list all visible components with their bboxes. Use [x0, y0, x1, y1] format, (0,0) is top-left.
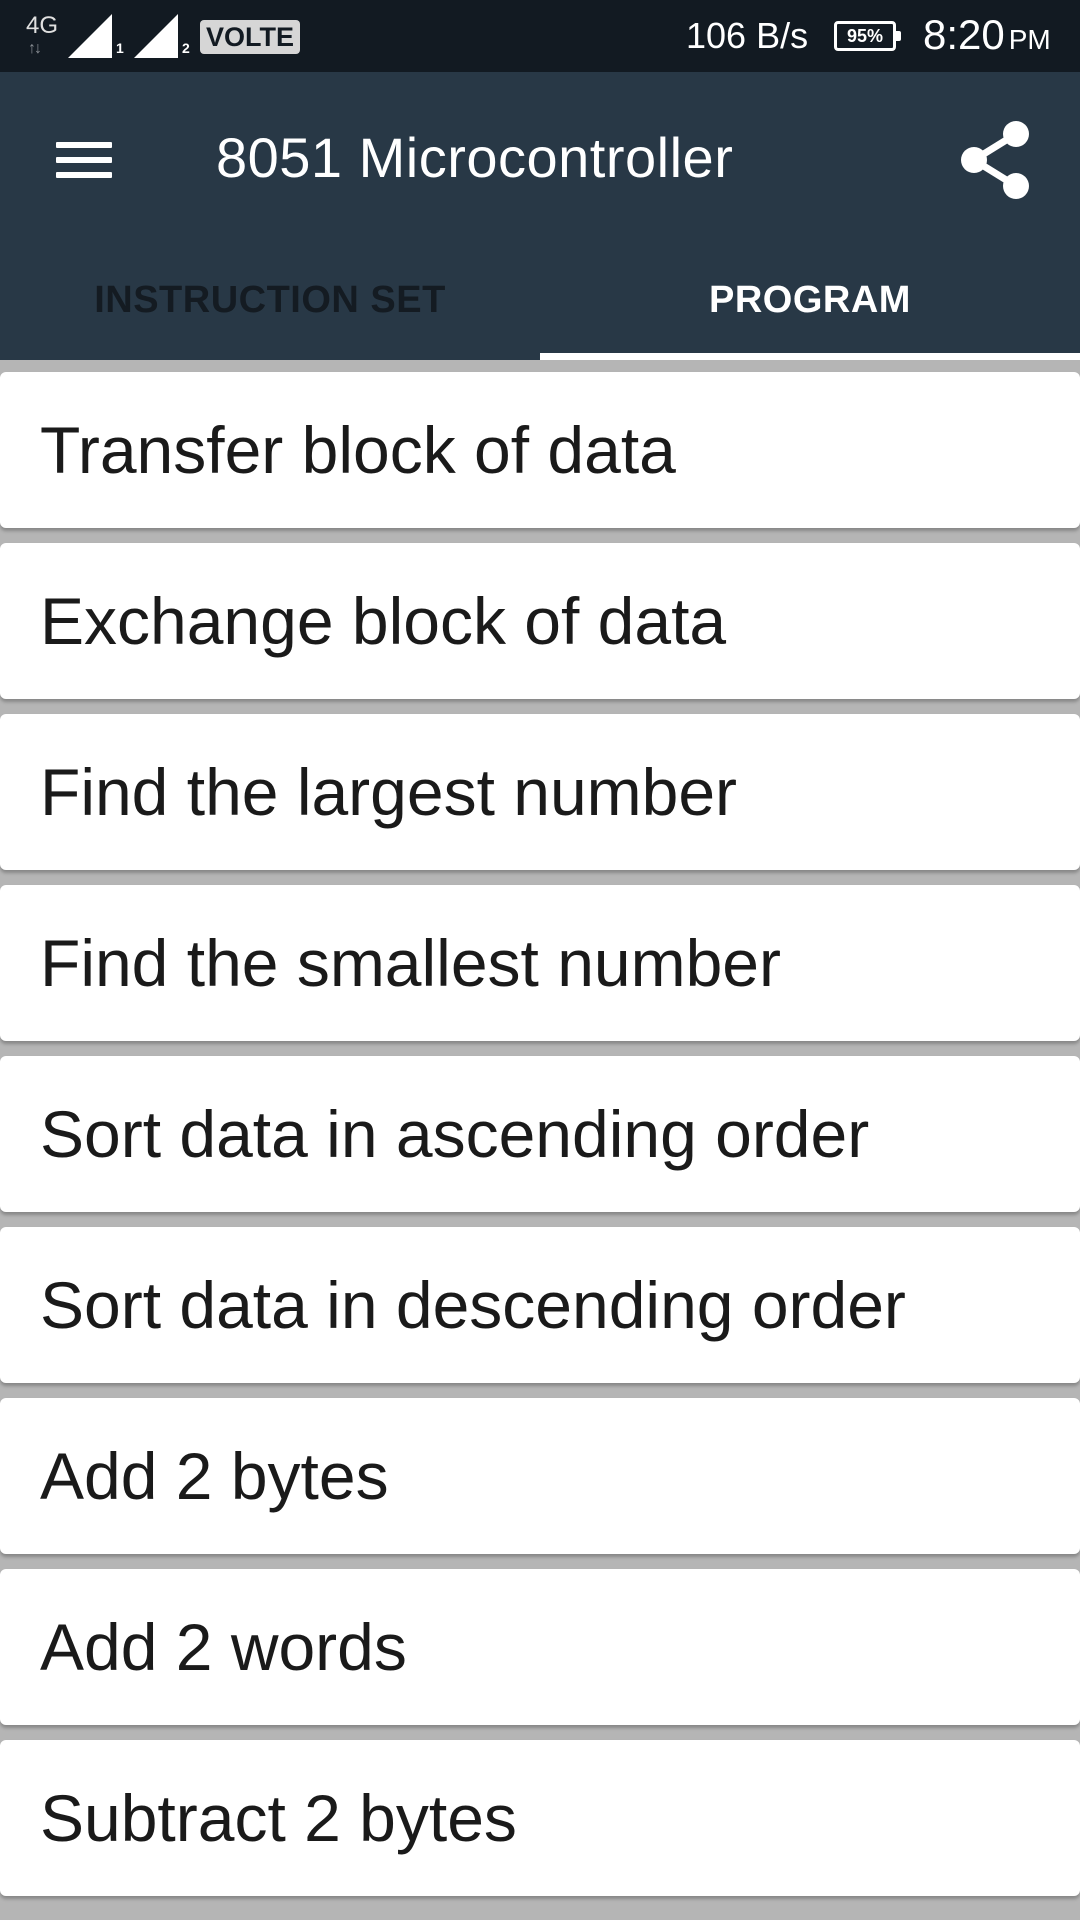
list-item-sort-ascending[interactable]: Sort data in ascending order [0, 1056, 1080, 1212]
list-item-label: Sort data in descending order [40, 1268, 906, 1342]
tab-instruction-set[interactable]: INSTRUCTION SET [94, 279, 446, 321]
navigation-menu-button[interactable] [40, 116, 128, 204]
list-item-label: Exchange block of data [40, 584, 727, 658]
share-icon [961, 121, 1029, 199]
list-item-find-largest[interactable]: Find the largest number [0, 714, 1080, 870]
share-button[interactable] [950, 116, 1040, 206]
app-bar: 8051 Microcontroller [0, 72, 1080, 240]
list-item-sort-descending[interactable]: Sort data in descending order [0, 1227, 1080, 1383]
data-activity-icon: ↑↓ [28, 40, 42, 57]
battery-icon: 95% [834, 21, 901, 51]
network-speed: 106 B/s [686, 15, 809, 56]
list-item-label: Add 2 words [40, 1610, 407, 1684]
program-list[interactable]: Transfer block of data Exchange block of… [0, 360, 1080, 1920]
list-item-label: Subtract 2 bytes [40, 1781, 517, 1855]
list-item-label: Find the largest number [40, 755, 738, 829]
list-item-transfer-block[interactable]: Transfer block of data [0, 372, 1080, 528]
signal-strength-icon [134, 14, 178, 58]
sim1-label: 1 [116, 40, 124, 56]
battery-level: 95% [846, 26, 884, 46]
list-item-label: Find the smallest number [40, 926, 781, 1000]
tab-bar: INSTRUCTION SET PROGRAM [0, 240, 1080, 360]
clock-ampm: PM [1008, 24, 1051, 55]
volte-badge: VOLTE [200, 20, 301, 54]
sim2-label: 2 [182, 40, 190, 56]
list-item-label: Sort data in ascending order [40, 1097, 870, 1171]
list-item-label: Transfer block of data [40, 413, 676, 487]
selected-tab-indicator [540, 353, 1080, 360]
list-item-find-smallest[interactable]: Find the smallest number [0, 885, 1080, 1041]
list-item-label: Add 2 bytes [40, 1439, 389, 1513]
tab-program[interactable]: PROGRAM [709, 279, 911, 321]
clock-time: 8:20 [923, 11, 1005, 58]
list-item-add-bytes[interactable]: Add 2 bytes [0, 1398, 1080, 1554]
app-title: 8051 Microcontroller [216, 126, 734, 189]
network-type: 4G [26, 12, 59, 39]
list-item-exchange-block[interactable]: Exchange block of data [0, 543, 1080, 699]
signal-strength-icon [68, 14, 112, 58]
list-item-subtract-bytes[interactable]: Subtract 2 bytes [0, 1740, 1080, 1896]
list-item-add-words[interactable]: Add 2 words [0, 1569, 1080, 1725]
